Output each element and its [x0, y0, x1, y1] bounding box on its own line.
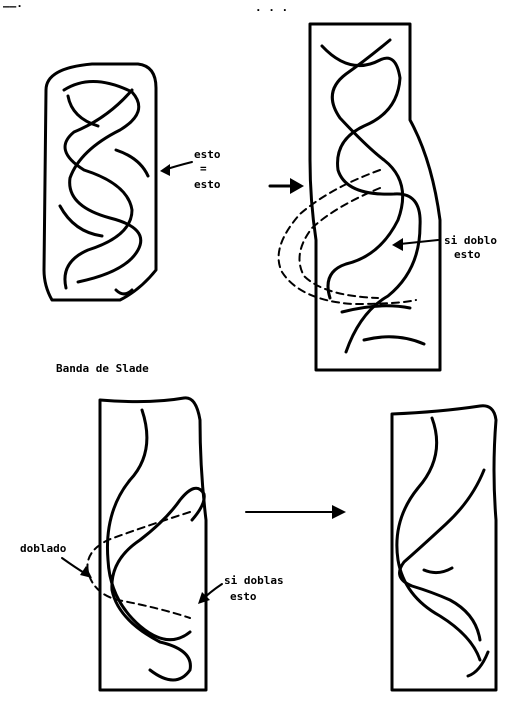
- header-fragment-center: · · ·: [255, 4, 288, 17]
- fig3-label-left: doblado: [20, 542, 67, 555]
- fig2-pointer-arrowhead-icon: [290, 178, 304, 194]
- fig3-label-a: si doblas: [224, 574, 284, 587]
- fig2-inner-arrowhead-icon: [392, 238, 403, 251]
- fig1-caption: Banda de Slade: [56, 362, 149, 375]
- fig1-pointer-arrowhead-icon: [160, 164, 170, 176]
- slade-band-figure: [44, 64, 156, 300]
- fig2-label-a: si doblo: [444, 234, 497, 247]
- fig2-label-b: esto: [454, 248, 481, 261]
- fig3-label-b: esto: [230, 590, 257, 603]
- arrow-right-head-icon: [332, 505, 346, 519]
- result-band-figure: [392, 406, 496, 690]
- fig1-label-c: esto: [194, 178, 221, 191]
- fig1-label-b: =: [200, 162, 207, 175]
- fig1-label-a: esto: [194, 148, 221, 161]
- folded-band-figure: [279, 24, 440, 370]
- header-fragment-left: ——·: [3, 0, 23, 13]
- twisted-band-figure: [87, 398, 206, 690]
